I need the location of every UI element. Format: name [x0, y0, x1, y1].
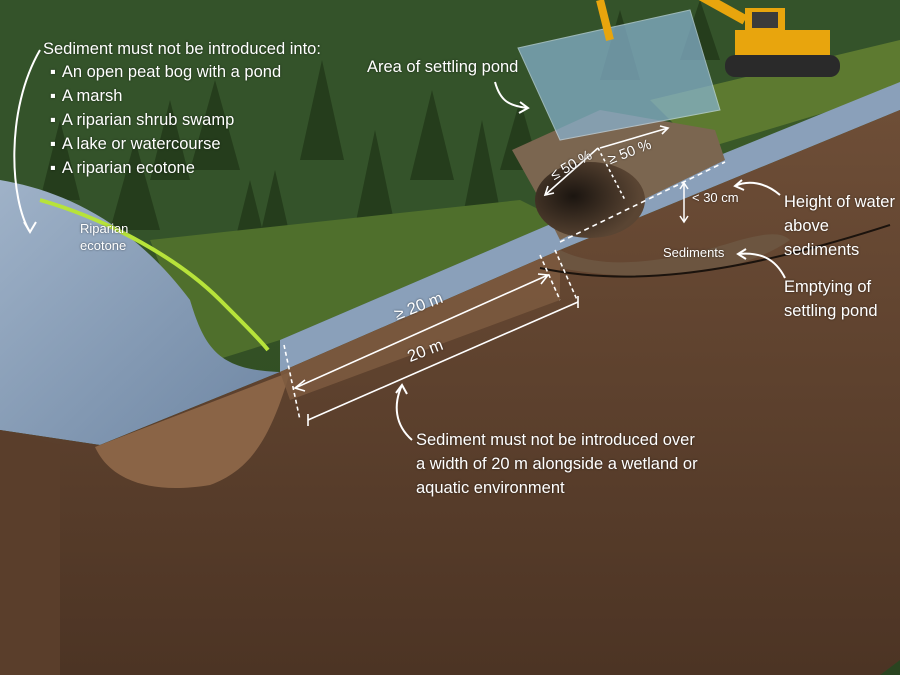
- list-item: A lake or watercourse: [50, 132, 281, 156]
- settling-pond-label: Area of settling pond: [367, 58, 519, 76]
- settling-pit-hole: [535, 162, 645, 238]
- emptying-line-1: Emptying of: [784, 278, 872, 296]
- height-line-3: sediments: [784, 241, 860, 259]
- height-line-2: above: [784, 217, 829, 235]
- riparian-ecotone-line: [39, 198, 270, 352]
- emptying-pond-label: Emptying of settling pond: [784, 275, 878, 323]
- width-line-1: Sediment must not be introduced over: [416, 431, 695, 449]
- depth-arrow: [679, 181, 689, 224]
- settling-pond-area: [517, 9, 721, 141]
- emptying-line-2: settling pond: [784, 302, 878, 320]
- sediments-label: Sediments: [663, 245, 725, 260]
- riparian-line-2: ecotone: [80, 238, 127, 253]
- soil-block: [0, 110, 900, 675]
- grass-bank: [150, 200, 560, 365]
- callout-arrows: [13, 49, 786, 441]
- width-line-2: a width of 20 m alongside a wetland or: [416, 455, 698, 473]
- dimension-20m: [307, 249, 579, 426]
- buffer-strip-section: [280, 250, 560, 400]
- buffer-width-label: Sediment must not be introduced over a w…: [416, 428, 698, 500]
- riparian-line-1: Riparian: [80, 221, 129, 236]
- intro-callout: Sediment must not be introduced into:: [43, 40, 321, 58]
- list-item: A riparian shrub swamp: [50, 108, 281, 132]
- excavator-icon: [596, 0, 840, 77]
- list-item: A riparian ecotone: [50, 156, 281, 180]
- list-item: A marsh: [50, 84, 281, 108]
- pond-surface-dashed-line: [559, 161, 726, 243]
- width-line-3: aquatic environment: [416, 479, 565, 497]
- sediment-deposit: [560, 234, 790, 277]
- pit-bottom-line: [539, 224, 891, 278]
- lake: [0, 180, 280, 445]
- lakebed-section: [95, 372, 290, 489]
- depth-30cm-label: < 30 cm: [692, 190, 739, 205]
- soil-side: [0, 430, 60, 675]
- restricted-areas-list: An open peat bog with a pond A marsh A r…: [50, 60, 281, 180]
- height-water-label: Height of water above sediments: [784, 190, 895, 262]
- list-item: An open peat bog with a pond: [50, 60, 281, 84]
- riparian-ecotone-label: Riparian ecotone: [80, 220, 128, 254]
- dimension-ge20m: [283, 254, 561, 421]
- percent-arrows: [543, 125, 670, 201]
- height-line-1: Height of water: [784, 193, 895, 211]
